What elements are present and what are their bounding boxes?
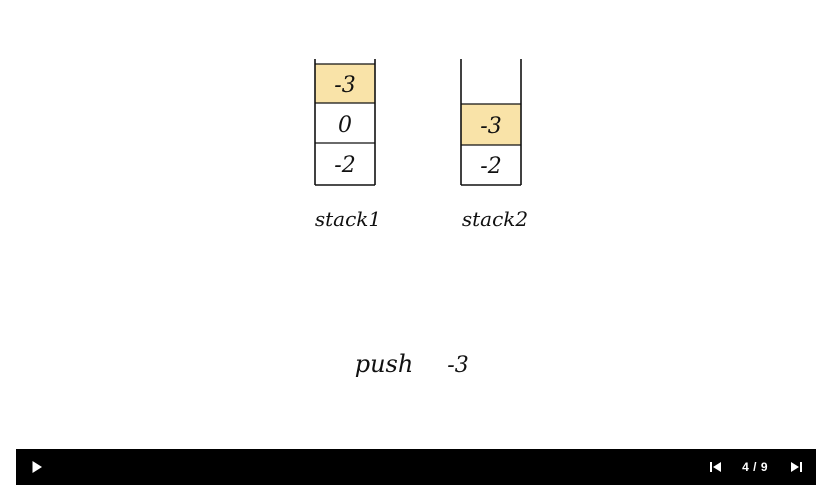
stack2: -3 -2 stack2 (460, 59, 528, 231)
stack2-label: stack2 (462, 207, 528, 231)
previous-button[interactable] (707, 458, 725, 476)
next-icon (791, 462, 802, 472)
step-counter: 4 / 9 (742, 460, 768, 474)
play-icon (32, 461, 42, 473)
stack2-cell-value: -2 (480, 154, 501, 179)
stack1-label: stack1 (315, 207, 381, 231)
stack1-cell-highlight (315, 64, 375, 103)
stack2-cell-value: -3 (480, 114, 501, 139)
stack1-cell-value: 0 (338, 113, 352, 138)
operation-caption: push -3 (355, 350, 469, 378)
operation-verb: push (355, 350, 414, 378)
stack1-cell-value: -3 (334, 73, 355, 98)
player-control-bar: 4 / 9 (16, 449, 816, 485)
stack1-cell-value: -2 (334, 153, 355, 178)
play-button[interactable] (28, 458, 46, 476)
stack1: -3 0 -2 stack1 (314, 59, 381, 231)
previous-icon (710, 462, 721, 472)
operation-value: -3 (447, 353, 468, 378)
stack2-cell-highlight (461, 104, 521, 145)
next-button[interactable] (787, 458, 805, 476)
